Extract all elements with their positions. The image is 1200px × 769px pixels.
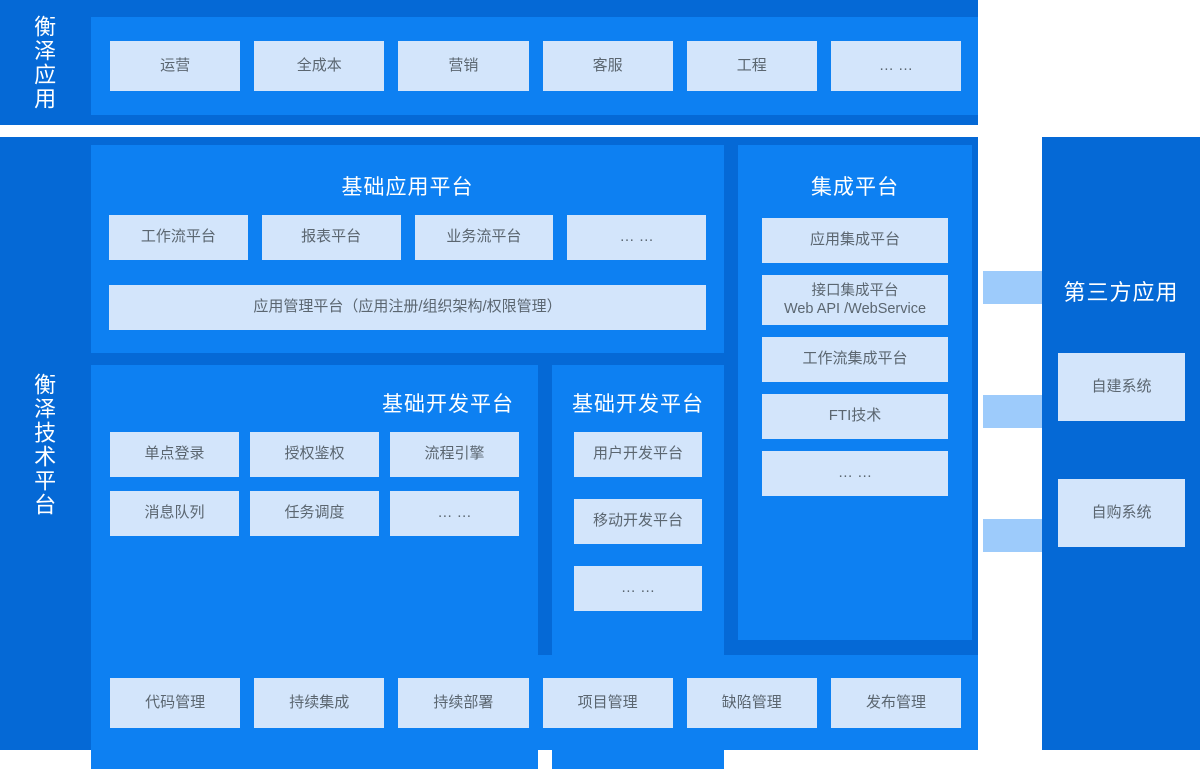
base-dev-platform-narrow-tile-list: 用户开发平台移动开发平台 … … bbox=[574, 432, 702, 611]
third-party-title: 第三方应用 bbox=[1063, 280, 1179, 305]
integration-platform-tile-list: 应用集成平台接口集成平台 Web API /WebService 工作流集成平台 FT… bbox=[762, 218, 948, 496]
base-app-platform-tile-1[interactable]: 工作流平台 bbox=[109, 215, 248, 260]
integration-platform-tile-5[interactable]: … … bbox=[762, 451, 948, 496]
application-tile-4[interactable]: 客服 bbox=[542, 41, 673, 91]
application-tile-1[interactable]: 运营 bbox=[110, 41, 241, 91]
applications-tile-row: 运营全成本营销客服工程 … … bbox=[110, 41, 962, 91]
integration-platform-tile-3[interactable]: 工作流集成平台 bbox=[762, 337, 948, 382]
devops-tile-row: 代码管理持续集成持续部署项目管理缺陷管理发布管理 bbox=[110, 678, 962, 728]
base-app-platform-panel: 基础应用平台 工作流平台报表平台业务流平台 … … 应用管理平台（应用注册/组织架… bbox=[91, 145, 724, 353]
base-app-platform-tile-4[interactable]: … … bbox=[567, 215, 706, 260]
connector-bar-1 bbox=[983, 271, 1042, 304]
base-dev-platform-narrow-title: 基础开发平台 bbox=[572, 393, 704, 416]
devops-tile-2[interactable]: 持续集成 bbox=[254, 678, 385, 728]
base-app-platform-title: 基础应用平台 bbox=[341, 176, 474, 199]
devops-tile-4[interactable]: 项目管理 bbox=[542, 678, 673, 728]
tech-platform-band: 衡泽技术平台 基础应用平台 工作流平台报表平台业务流平台 … … 应用管理平台（应… bbox=[0, 137, 978, 769]
applications-rail-label: 衡泽应用 bbox=[31, 14, 57, 111]
integration-platform-panel: 集成平台 应用集成平台接口集成平台 Web API /WebService 工作流集… bbox=[738, 145, 972, 640]
base-dev-platform-wide-tile-6[interactable]: … … bbox=[390, 491, 519, 536]
integration-platform-tile-2-line2: Web API /WebService bbox=[783, 301, 927, 317]
tech-platform-rail-label: 衡泽技术平台 bbox=[31, 372, 57, 517]
base-app-platform-tile-2[interactable]: 报表平台 bbox=[261, 215, 401, 260]
devops-tile-5[interactable]: 缺陷管理 bbox=[686, 678, 817, 728]
app-management-platform-tile[interactable]: 应用管理平台（应用注册/组织架构/权限管理） bbox=[109, 285, 706, 330]
base-dev-platform-wide-tile-5[interactable]: 任务调度 bbox=[250, 491, 379, 536]
devops-panel: 代码管理持续集成持续部署项目管理缺陷管理发布管理 bbox=[91, 655, 978, 750]
connector-bar-3 bbox=[983, 519, 1042, 552]
base-dev-platform-wide-tile-3[interactable]: 流程引擎 bbox=[390, 432, 519, 477]
base-dev-platform-wide-tile-2[interactable]: 授权鉴权 bbox=[250, 432, 379, 477]
base-dev-platform-wide-tile-4[interactable]: 消息队列 bbox=[110, 491, 239, 536]
third-party-tile-list: 自建系统自购系统 bbox=[1058, 353, 1185, 547]
base-dev-platform-wide-tile-1[interactable]: 单点登录 bbox=[110, 432, 239, 477]
application-tile-6[interactable]: … … bbox=[830, 41, 962, 91]
integration-platform-tile-2[interactable]: 接口集成平台 Web API /WebService bbox=[762, 275, 948, 325]
base-dev-platform-wide-title: 基础开发平台 bbox=[382, 393, 514, 416]
third-party-band: 第三方应用 自建系统自购系统 bbox=[1042, 137, 1200, 750]
integration-platform-tile-2-line1: 接口集成平台 bbox=[811, 282, 899, 299]
third-party-tile-2[interactable]: 自购系统 bbox=[1058, 479, 1185, 547]
application-tile-2[interactable]: 全成本 bbox=[254, 41, 385, 91]
base-dev-platform-narrow-tile-3[interactable]: … … bbox=[574, 566, 702, 611]
integration-platform-tile-4[interactable]: FTI技术 bbox=[762, 394, 948, 439]
application-tile-3[interactable]: 营销 bbox=[398, 41, 529, 91]
base-dev-platform-narrow-tile-2[interactable]: 移动开发平台 bbox=[574, 499, 702, 544]
application-tile-5[interactable]: 工程 bbox=[686, 41, 817, 91]
devops-tile-6[interactable]: 发布管理 bbox=[830, 678, 962, 728]
applications-panel: 运营全成本营销客服工程 … … bbox=[91, 17, 978, 115]
integration-platform-tile-1[interactable]: 应用集成平台 bbox=[762, 218, 948, 263]
base-app-platform-tile-row: 工作流平台报表平台业务流平台 … … bbox=[109, 215, 706, 260]
third-party-tile-1[interactable]: 自建系统 bbox=[1058, 353, 1185, 421]
devops-tile-1[interactable]: 代码管理 bbox=[110, 678, 241, 728]
applications-band: 衡泽应用 运营全成本营销客服工程 … … bbox=[0, 0, 978, 125]
base-dev-platform-wide-tile-grid: 单点登录授权鉴权流程引擎消息队列任务调度… … bbox=[110, 432, 519, 536]
base-dev-platform-narrow-tile-1[interactable]: 用户开发平台 bbox=[574, 432, 702, 477]
connector-bar-2 bbox=[983, 395, 1042, 428]
integration-platform-title: 集成平台 bbox=[811, 176, 899, 199]
devops-tile-3[interactable]: 持续部署 bbox=[398, 678, 529, 728]
base-app-platform-tile-3[interactable]: 业务流平台 bbox=[414, 215, 554, 260]
